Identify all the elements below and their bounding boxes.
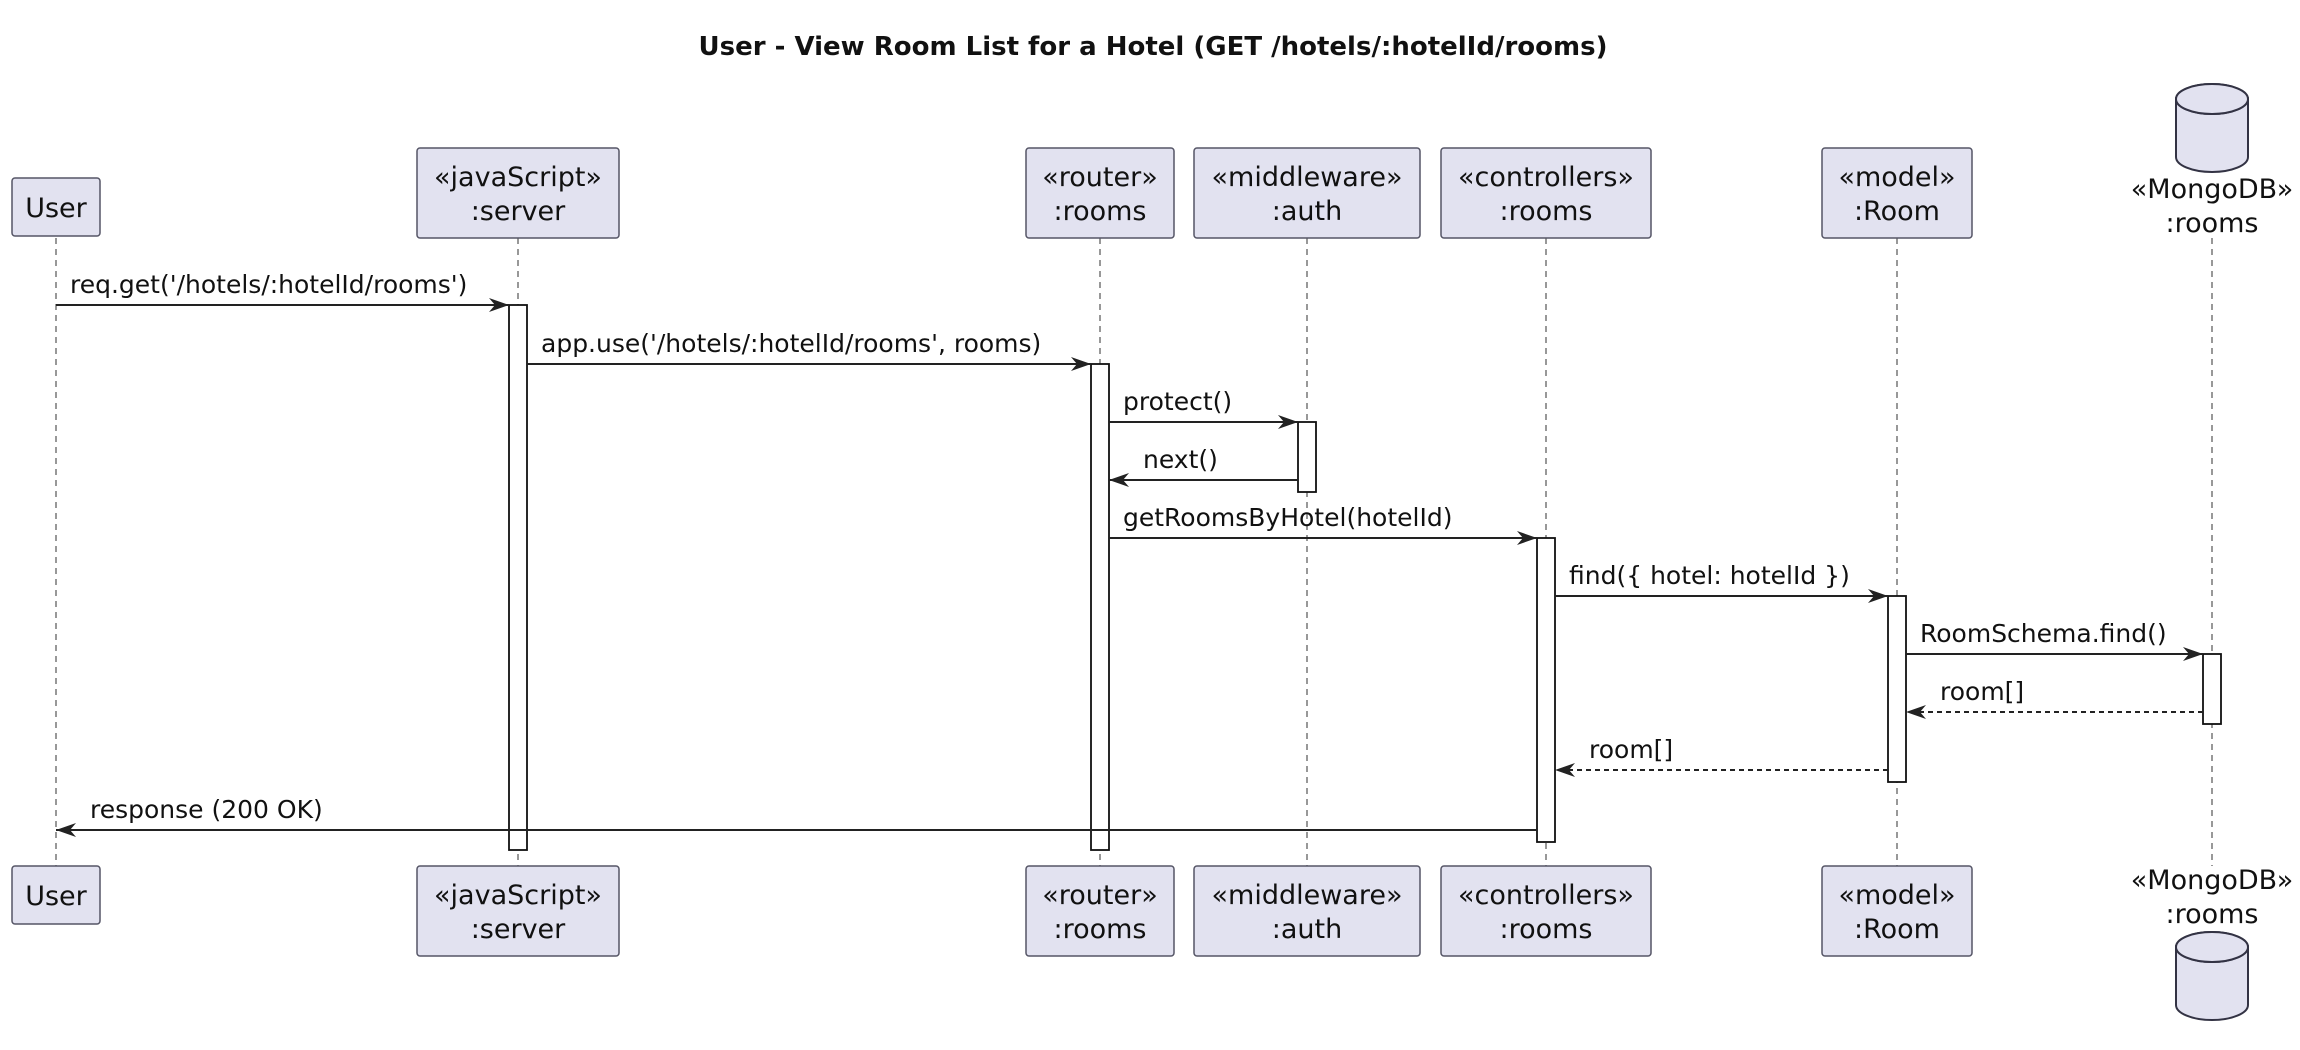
message-label: room[] xyxy=(1589,735,1673,764)
participant-name: :server xyxy=(471,196,566,227)
arrowhead-icon xyxy=(489,298,509,312)
participant-user-bottom: User xyxy=(11,865,101,925)
arrowhead-icon xyxy=(1109,473,1129,487)
message-label: req.get('/hotels/:hotelId/rooms') xyxy=(70,270,467,299)
participant-box xyxy=(416,147,620,239)
message-label: response (200 OK) xyxy=(90,795,323,824)
participant-box xyxy=(1440,865,1652,957)
participant-server-bottom: «javaScript»:server xyxy=(416,865,620,957)
participant-box xyxy=(1193,865,1421,957)
arrowhead-icon xyxy=(1278,415,1298,429)
message-2: protect() xyxy=(1109,387,1298,429)
participant-box xyxy=(1821,865,1973,957)
arrowhead-icon xyxy=(1517,531,1537,545)
participant-name: :rooms xyxy=(1053,914,1146,945)
arrowhead-icon xyxy=(2183,647,2203,661)
participant-stereotype: «middleware» xyxy=(1212,880,1403,911)
arrowhead-icon xyxy=(1555,763,1575,777)
database-icon xyxy=(2175,83,2249,173)
message-label: RoomSchema.find() xyxy=(1920,619,2167,648)
participant-model-bottom: «model»:Room xyxy=(1821,865,1973,957)
message-label: getRoomsByHotel(hotelId) xyxy=(1123,503,1452,532)
message-5: find({ hotel: hotelId }) xyxy=(1555,561,1888,603)
activation-model xyxy=(1887,595,1907,783)
participant-auth-bottom: «middleware»:auth xyxy=(1193,865,1421,957)
participant-name: User xyxy=(25,881,87,912)
participant-db-top: «MongoDB»:rooms xyxy=(2131,83,2293,239)
message-4: getRoomsByHotel(hotelId) xyxy=(1109,503,1537,545)
participant-box xyxy=(1025,865,1175,957)
participant-name: :auth xyxy=(1272,914,1342,945)
message-6: RoomSchema.find() xyxy=(1906,619,2203,661)
participant-box xyxy=(1193,147,1421,239)
participant-name: :rooms xyxy=(1499,196,1592,227)
participant-box xyxy=(11,865,101,925)
arrowhead-icon xyxy=(1071,357,1091,371)
messages: req.get('/hotels/:hotelId/rooms') app.use… xyxy=(56,270,2203,837)
participant-stereotype: «javaScript» xyxy=(434,162,602,193)
activation-controllers xyxy=(1536,537,1556,843)
participant-controllers-bottom: «controllers»:rooms xyxy=(1440,865,1652,957)
activation-server xyxy=(508,304,528,851)
participant-model-top: «model»:Room xyxy=(1821,147,1973,239)
participant-stereotype: «javaScript» xyxy=(434,880,602,911)
message-label: next() xyxy=(1143,445,1218,474)
activation-bars xyxy=(508,304,2222,851)
message-label: room[] xyxy=(1940,677,2024,706)
participant-name: User xyxy=(25,193,87,224)
participant-name: :Room xyxy=(1854,914,1940,945)
participant-db-bottom: «MongoDB»:rooms xyxy=(2131,865,2293,1021)
message-0: req.get('/hotels/:hotelId/rooms') xyxy=(56,270,509,312)
activation-router xyxy=(1090,363,1110,851)
participants-top: User«javaScript»:server«router»:rooms«mi… xyxy=(11,83,2293,239)
participants-bottom: User«javaScript»:server«router»:rooms«mi… xyxy=(11,865,2293,1021)
participant-name: :rooms xyxy=(1053,196,1146,227)
participant-box xyxy=(1025,147,1175,239)
message-7: room[] xyxy=(1906,677,2203,719)
participant-name: :Room xyxy=(1854,196,1940,227)
message-label: find({ hotel: hotelId }) xyxy=(1569,561,1850,590)
participant-stereotype: «router» xyxy=(1042,162,1157,193)
message-label: protect() xyxy=(1123,387,1232,416)
participant-box xyxy=(416,865,620,957)
message-9: response (200 OK) xyxy=(56,795,1537,837)
activation-auth xyxy=(1297,421,1317,493)
database-icon xyxy=(2175,931,2249,1021)
participant-stereotype: «middleware» xyxy=(1212,162,1403,193)
participant-router-bottom: «router»:rooms xyxy=(1025,865,1175,957)
participant-name: :rooms xyxy=(1499,914,1592,945)
participant-user-top: User xyxy=(11,177,101,237)
participant-stereotype: «MongoDB» xyxy=(2131,174,2293,205)
participant-auth-top: «middleware»:auth xyxy=(1193,147,1421,239)
participant-name: :rooms xyxy=(2165,208,2258,239)
arrowhead-icon xyxy=(1906,705,1926,719)
participant-router-top: «router»:rooms xyxy=(1025,147,1175,239)
participant-stereotype: «router» xyxy=(1042,880,1157,911)
participant-box xyxy=(1440,147,1652,239)
participant-stereotype: «MongoDB» xyxy=(2131,865,2293,896)
arrowhead-icon xyxy=(1868,589,1888,603)
participant-box xyxy=(11,177,101,237)
participant-controllers-top: «controllers»:rooms xyxy=(1440,147,1652,239)
participant-box xyxy=(1821,147,1973,239)
participant-server-top: «javaScript»:server xyxy=(416,147,620,239)
message-8: room[] xyxy=(1555,735,1888,777)
participant-name: :rooms xyxy=(2165,899,2258,930)
participant-stereotype: «controllers» xyxy=(1458,162,1634,193)
participant-name: :server xyxy=(471,914,566,945)
diagram-title: User - View Room List for a Hotel (GET /… xyxy=(699,32,1608,62)
message-label: app.use('/hotels/:hotelId/rooms', rooms) xyxy=(541,329,1041,358)
participant-stereotype: «model» xyxy=(1838,880,1955,911)
participant-stereotype: «model» xyxy=(1838,162,1955,193)
activation-db xyxy=(2202,653,2222,725)
message-3: next() xyxy=(1109,445,1298,487)
participant-name: :auth xyxy=(1272,196,1342,227)
arrowhead-icon xyxy=(56,823,76,837)
participant-stereotype: «controllers» xyxy=(1458,880,1634,911)
message-1: app.use('/hotels/:hotelId/rooms', rooms) xyxy=(527,329,1091,371)
